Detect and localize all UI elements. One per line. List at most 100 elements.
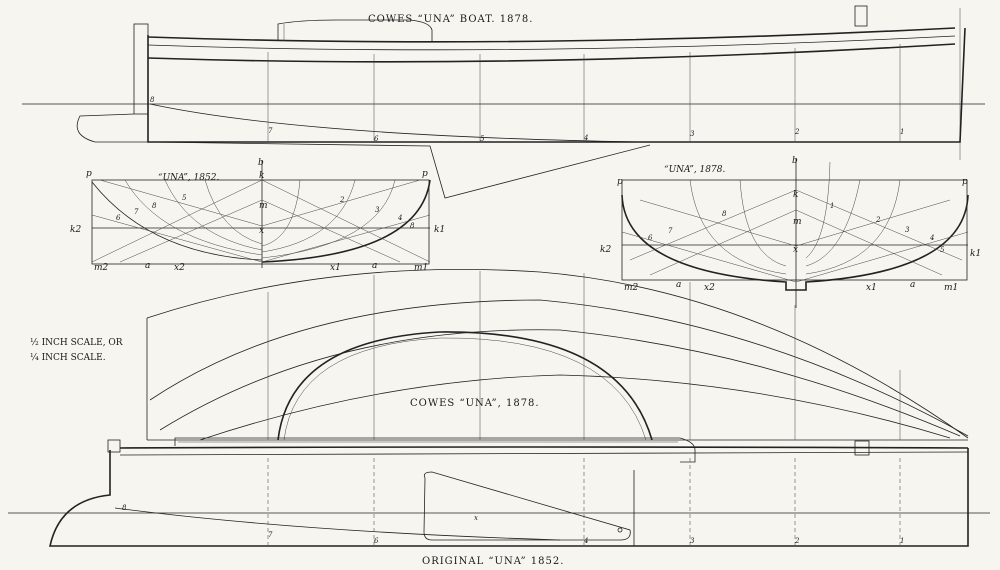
plan-waterline-c: [199, 374, 951, 441]
plan-1878-title: COWES “UNA”, 1878.: [410, 398, 540, 409]
bottom-station-7: 7: [268, 531, 273, 539]
bottom-sternpost-head: [854, 440, 870, 456]
bottom-station-1: 1: [900, 537, 904, 545]
top-sternpost-head: [854, 5, 868, 27]
bottom-hull-outline: [49, 448, 969, 547]
plan-deck-outline: [146, 268, 969, 439]
top-profile-1878: COWES “UNA” BOAT. 1878. 8 7: [22, 5, 985, 199]
s78-x2: x2: [704, 283, 715, 293]
section-1878-diagonals: [621, 189, 969, 283]
top-buttock-curve: [149, 103, 641, 143]
s52-n6: 6: [116, 214, 121, 222]
s52-p-right: p: [422, 169, 428, 179]
top-hull-outline: [147, 27, 966, 143]
s78-n6: 6: [648, 234, 653, 242]
plan-waterline-b: [159, 329, 961, 437]
bottom-boat-title: ORIGINAL “UNA” 1852.: [422, 556, 564, 567]
s78-n5: 5: [940, 246, 945, 254]
bottom-coaming: [174, 437, 696, 463]
bottom-station-2: 2: [794, 537, 800, 545]
section-1852: “UNA”, 1852. p p b k m x k2 k1: [70, 158, 445, 273]
section-1852-frame-1: [261, 179, 431, 263]
top-station-1: 1: [900, 128, 904, 136]
half-breadth-plan-1878: COWES “UNA”, 1878.: [146, 268, 969, 441]
top-coaming: [277, 19, 433, 42]
top-gunwale-line: [147, 35, 956, 51]
section-1878-title: “UNA”, 1878.: [664, 164, 725, 175]
s52-m: m: [259, 201, 268, 211]
s52-n2: 2: [339, 196, 345, 204]
s52-a-right: a: [372, 261, 377, 271]
top-stem-post: [133, 23, 149, 115]
s52-n8: 8: [152, 202, 157, 210]
bottom-gunwale: [119, 451, 969, 456]
bottom-centreboard-pivot: [617, 527, 623, 533]
bottom-centreboard: [423, 471, 631, 541]
plan-waterline-a: [149, 299, 969, 437]
s78-b: b: [792, 156, 798, 166]
top-station-7: 7: [268, 127, 273, 135]
bottom-station-8: 8: [122, 504, 127, 512]
bottom-station-6: 6: [374, 537, 379, 545]
bottom-buttock-curve: [114, 507, 561, 541]
top-station-5: 5: [480, 135, 485, 143]
plan-stations: [267, 271, 901, 440]
s52-n5: 5: [182, 194, 187, 202]
s78-m2: m2: [624, 283, 639, 293]
top-station-3: 3: [690, 130, 695, 138]
s78-p-left: p: [617, 177, 623, 187]
bottom-station-x: x: [474, 514, 478, 522]
section-1852-frame: [91, 179, 430, 265]
s52-k2: k2: [70, 225, 81, 235]
scale-notes: ½ INCH SCALE, OR ¼ INCH SCALE.: [30, 337, 123, 363]
bottom-station-3: 3: [690, 537, 695, 545]
s52-x1: x1: [330, 263, 341, 273]
bottom-stem-head: [107, 439, 121, 453]
top-sheer-line: [147, 27, 956, 43]
top-forefoot: [76, 113, 148, 143]
section-1878-hull: [621, 194, 969, 291]
s78-x: x: [793, 245, 798, 255]
s78-n3: 3: [905, 226, 910, 234]
s52-x: x: [259, 226, 264, 236]
s52-p-left: p: [86, 169, 92, 179]
bottom-station-4: 4: [583, 537, 588, 545]
scale-note-1: ½ INCH SCALE, OR: [30, 337, 123, 348]
s52-b: b: [258, 158, 264, 168]
top-centreboard: [147, 141, 651, 199]
s52-x2: x2: [174, 263, 185, 273]
s52-k1: k1: [434, 225, 445, 235]
s78-n2: 2: [875, 216, 881, 224]
top-boat-title: COWES “UNA” BOAT. 1878.: [368, 14, 533, 25]
s78-x1: x1: [866, 283, 877, 293]
s52-m2: m2: [94, 263, 109, 273]
bottom-profile-1852: 8 7 6 x 4 3 2 1 ORIGINAL “UNA” 1852.: [8, 437, 990, 567]
s52-k: k: [259, 171, 264, 181]
s78-p-right: p: [962, 177, 968, 187]
section-1852-frame-8: [91, 181, 263, 261]
s78-n8: 8: [722, 210, 727, 218]
plan-cockpit-coaming: [277, 331, 653, 441]
s52-n7: 7: [134, 208, 139, 216]
s78-m1: m1: [944, 283, 958, 293]
s52-a-left: a: [145, 261, 150, 271]
section-1852-title: “UNA”, 1852.: [158, 172, 219, 183]
s78-k2: k2: [600, 245, 611, 255]
s52-n8b: 8: [410, 222, 415, 230]
s78-a-left: a: [676, 280, 681, 290]
top-station-8: 8: [150, 96, 155, 104]
section-1852-diagonals: [91, 179, 431, 263]
top-station-6: 6: [374, 135, 379, 143]
section-1878-frame: [621, 179, 968, 281]
s78-n4: 4: [929, 234, 934, 242]
bottom-sheer-line: [119, 446, 969, 449]
s52-n4: 4: [397, 214, 402, 222]
bottom-stations: [267, 458, 901, 546]
top-station-2: 2: [794, 128, 800, 136]
top-stations: [267, 44, 901, 142]
s78-a-right: a: [910, 280, 915, 290]
top-station-4: 4: [583, 134, 588, 142]
s78-k: k: [793, 190, 798, 200]
s78-m: m: [793, 217, 802, 227]
